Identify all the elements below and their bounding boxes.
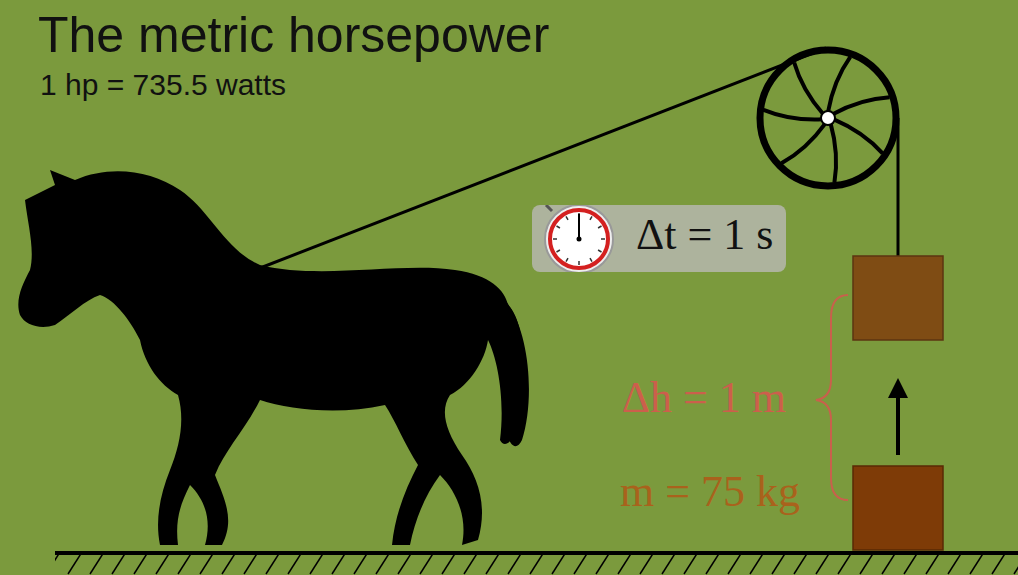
definition: 1 hp = 735.5 watts: [40, 68, 286, 101]
time-label: Δt = 1 s: [636, 209, 773, 260]
ground-line: [55, 551, 1018, 555]
pulley: [760, 50, 896, 186]
mass-label-block: m = 75 kg: [620, 466, 800, 517]
height-brace: [816, 295, 848, 500]
lift-arrow: [896, 395, 900, 455]
height-label: Δh = 1 m: [622, 373, 786, 422]
height-label-block: Δh = 1 m: [622, 372, 786, 423]
title: The metric horsepower: [38, 7, 549, 63]
mass-label: m = 75 kg: [620, 467, 800, 516]
title-block: The metric horsepower: [38, 6, 549, 64]
lift-arrowhead: [888, 378, 908, 398]
rope: [897, 118, 900, 256]
raised-mass: [853, 256, 943, 340]
definition-block: 1 hp = 735.5 watts: [40, 68, 286, 102]
initial-mass: [853, 466, 943, 550]
horse-tail: [495, 300, 529, 446]
horse-silhouette: [18, 170, 524, 545]
time-band: Δt = 1 s: [532, 205, 786, 272]
ground-hatching: [55, 554, 1018, 575]
stopwatch: [532, 205, 632, 272]
